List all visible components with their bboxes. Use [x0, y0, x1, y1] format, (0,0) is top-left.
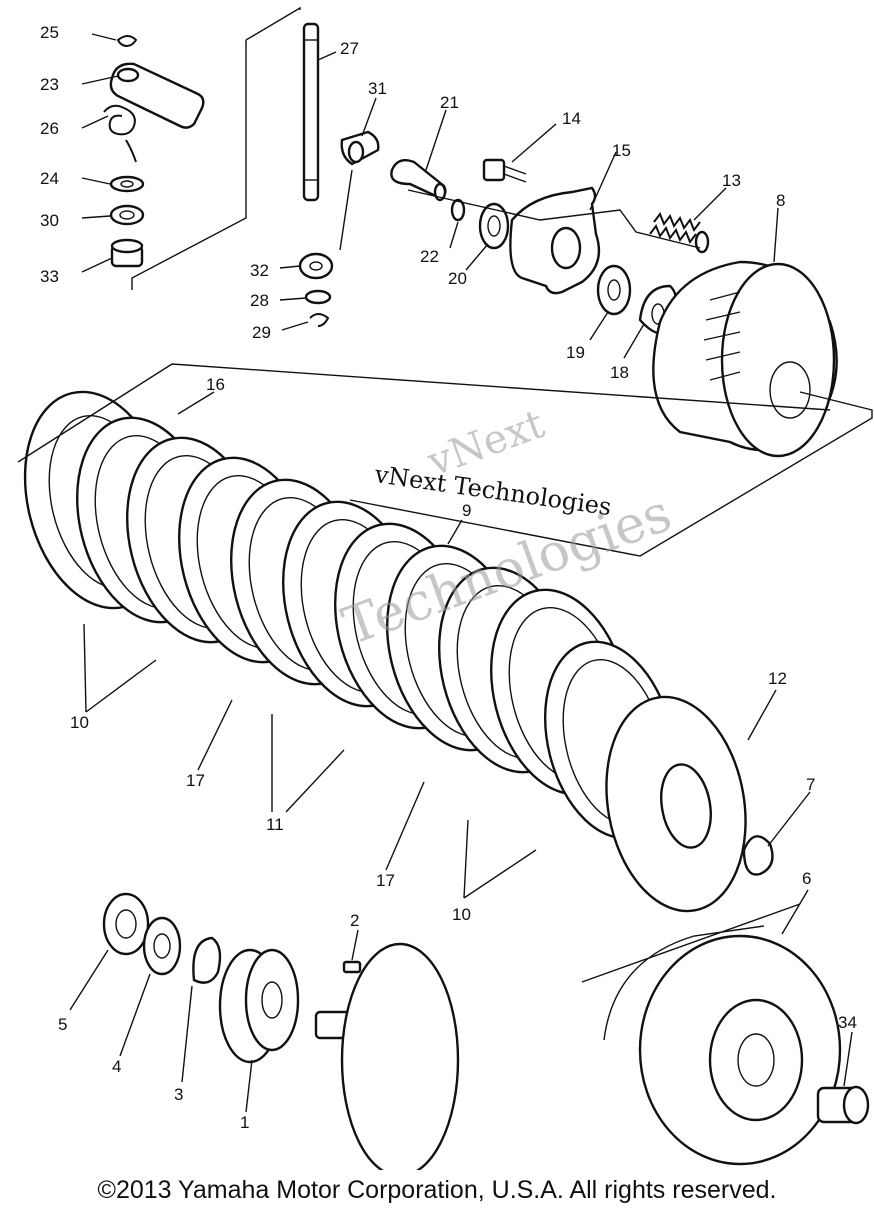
label-24: 24 — [40, 169, 59, 188]
label-15: 15 — [612, 141, 631, 160]
part-5-thrust-washer — [102, 892, 150, 956]
part-1-primary-drive-gear — [218, 948, 300, 1064]
label-4: 4 — [112, 1057, 121, 1076]
label-8: 8 — [776, 191, 785, 210]
part-24-washer — [109, 175, 145, 193]
label-27: 27 — [340, 39, 359, 58]
crankshaft — [314, 942, 460, 1170]
part-15-pressure-plate — [509, 186, 601, 295]
part-27-push-lever-shaft — [302, 22, 320, 202]
part-21-push-rod-end — [390, 159, 447, 202]
part-labels: 25 23 26 24 30 33 27 31 21 14 15 13 8 22… — [40, 23, 857, 1132]
part-30-oil-seal — [109, 204, 145, 226]
label-12: 12 — [768, 669, 787, 688]
part-7-circlip — [742, 835, 774, 876]
label-32: 32 — [250, 261, 269, 280]
clutch-plate-stack — [75, 416, 677, 840]
label-21: 21 — [440, 93, 459, 112]
label-7: 7 — [806, 775, 815, 794]
label-16: 16 — [206, 375, 225, 394]
label-20: 20 — [448, 269, 467, 288]
label-17-left: 17 — [186, 771, 205, 790]
label-31: 31 — [368, 79, 387, 98]
label-22: 22 — [420, 247, 439, 266]
label-25: 25 — [40, 23, 59, 42]
clutch-exploded-diagram: vNext vNext Technologies Technologies 25… — [17, 6, 873, 1170]
part-31-pinion — [340, 130, 380, 166]
label-6: 6 — [802, 869, 811, 888]
part-26-spring — [103, 104, 137, 163]
label-23: 23 — [40, 75, 59, 94]
part-4-washer — [142, 916, 182, 976]
part-32-gear — [298, 252, 334, 280]
part-8-clutch-boss — [652, 260, 838, 458]
part-14-bolt — [482, 158, 527, 183]
label-14: 14 — [562, 109, 581, 128]
label-10-right: 10 — [452, 905, 471, 924]
part-29-circlip — [309, 313, 330, 327]
part-34-spacer — [816, 1085, 870, 1125]
label-3: 3 — [174, 1085, 183, 1104]
label-18: 18 — [610, 363, 629, 382]
part-23-push-lever — [109, 62, 205, 129]
label-2: 2 — [350, 911, 359, 930]
label-33: 33 — [40, 267, 59, 286]
part-12-pressure-plate — [605, 695, 747, 913]
label-5: 5 — [58, 1015, 67, 1034]
part-2-key — [342, 960, 362, 974]
part-19-washer — [596, 264, 632, 316]
part-22-ball — [450, 198, 466, 222]
label-34: 34 — [838, 1013, 857, 1032]
label-19: 19 — [566, 343, 585, 362]
label-30: 30 — [40, 211, 59, 230]
part-25-circlip — [116, 35, 138, 48]
label-10-left: 10 — [70, 713, 89, 732]
part-6-clutch-housing — [603, 925, 842, 1166]
part-28-washer — [304, 289, 332, 305]
label-11: 11 — [266, 815, 284, 834]
label-13: 13 — [722, 171, 741, 190]
label-26: 26 — [40, 119, 59, 138]
part-20-bearing — [478, 202, 510, 250]
label-9: 9 — [462, 501, 471, 520]
label-28: 28 — [250, 291, 269, 310]
part-13-clutch-spring — [649, 211, 710, 254]
label-17-right: 17 — [376, 871, 395, 890]
part-33-bushing — [110, 238, 144, 268]
label-1: 1 — [240, 1113, 249, 1132]
part-3-circlip — [192, 936, 222, 984]
label-29: 29 — [252, 323, 271, 342]
copyright-notice: ©2013 Yamaha Motor Corporation, U.S.A. A… — [97, 1176, 777, 1204]
